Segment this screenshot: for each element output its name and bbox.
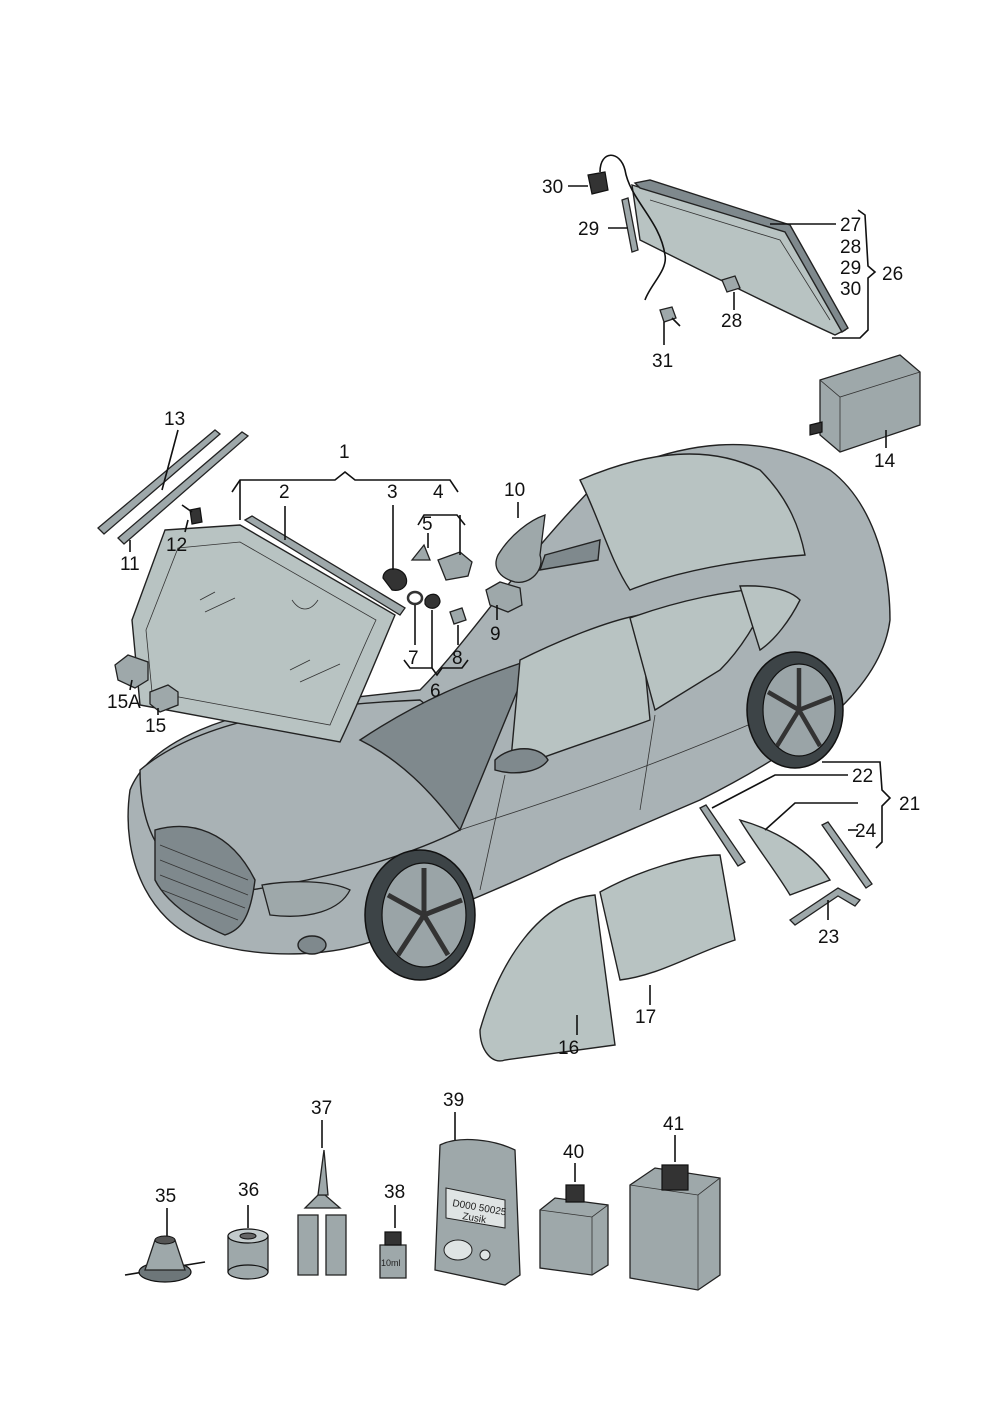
rear-window: [631, 179, 849, 336]
label-30-group: 30: [840, 279, 861, 300]
clip-8: [449, 607, 467, 625]
roof-strip-11: [97, 429, 222, 535]
clip-28: [721, 275, 741, 293]
bottle-41: [629, 1164, 721, 1291]
label-28: 28: [721, 311, 742, 332]
cord-roll-35: [124, 1235, 206, 1283]
label-21: 21: [899, 794, 920, 815]
label-31: 31: [652, 351, 673, 372]
clip-12: [181, 504, 203, 525]
label-8: 8: [452, 648, 463, 669]
label-41: 41: [663, 1114, 684, 1135]
bag-39-text-2: Zusik: [461, 1211, 487, 1226]
label-11: 11: [120, 554, 140, 575]
label-35: 35: [155, 1186, 176, 1207]
label-15a: 15A: [107, 692, 141, 713]
screw-31: [659, 306, 681, 327]
strip-24: [821, 821, 873, 889]
label-12: 12: [166, 535, 187, 556]
label-7: 7: [408, 648, 419, 669]
bracket-15A: [114, 654, 149, 689]
bracket-15: [149, 684, 179, 713]
quarter-glass-21: [738, 818, 832, 896]
label-29: 29: [578, 219, 599, 240]
bracket-4: [437, 551, 473, 581]
seal-29: [621, 197, 639, 253]
label-22: 22: [852, 766, 873, 787]
windshield-moulding: [243, 515, 406, 616]
car-body: [127, 443, 891, 981]
callout-labels: 1 2 3 4 5 6 7 8 9 10 11 12 13 14 15 15A …: [107, 177, 920, 1207]
label-27: 27: [840, 215, 861, 236]
label-38: 38: [384, 1182, 405, 1203]
label-23: 23: [818, 927, 839, 948]
label-26: 26: [882, 264, 903, 285]
label-13: 13: [164, 409, 185, 430]
strip-22: [699, 804, 746, 867]
label-39: 39: [443, 1090, 464, 1111]
label-10: 10: [504, 480, 525, 501]
connector-30: [587, 154, 667, 301]
bottle-38-text: 10ml: [381, 1258, 401, 1268]
control-unit-14: [809, 354, 921, 453]
rear-view-mirror-10: [495, 514, 601, 583]
sensor-cover-3: [382, 568, 408, 591]
label-4: 4: [433, 482, 444, 503]
label-1: 1: [339, 442, 350, 463]
mirror-base-9: [485, 581, 523, 613]
bottle-40: [539, 1184, 609, 1276]
label-28-group: 28: [840, 237, 861, 258]
label-17: 17: [635, 1007, 656, 1028]
leader-lines: [129, 185, 892, 1236]
label-37: 37: [311, 1098, 332, 1119]
label-24: 24: [855, 821, 877, 842]
label-36: 36: [238, 1180, 259, 1201]
bottle-38: 10ml: [379, 1231, 407, 1279]
door-glass-16: [479, 894, 616, 1062]
label-3: 3: [387, 482, 398, 503]
windshield: [131, 524, 396, 743]
label-29-group: 29: [840, 258, 861, 279]
cartridge-37: [297, 1149, 347, 1276]
label-14: 14: [874, 451, 896, 472]
bag-39: D000 50025 Zusik: [434, 1138, 521, 1286]
tape-roll-36: [227, 1228, 269, 1280]
label-30: 30: [542, 177, 563, 198]
label-16: 16: [558, 1038, 579, 1059]
door-glass-17: [599, 854, 736, 981]
label-15: 15: [145, 716, 166, 737]
ring-7: [406, 590, 424, 606]
strip-23: [788, 887, 862, 926]
label-40: 40: [563, 1142, 584, 1163]
roof-strip-13: [117, 431, 250, 545]
label-9: 9: [490, 624, 501, 645]
cover-5: [410, 543, 431, 561]
label-6: 6: [430, 681, 441, 702]
label-5: 5: [422, 514, 433, 535]
sensor-6: [424, 593, 441, 609]
label-2: 2: [279, 482, 290, 503]
